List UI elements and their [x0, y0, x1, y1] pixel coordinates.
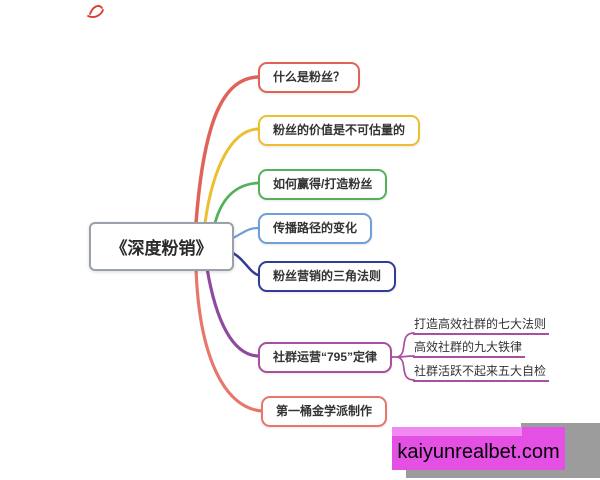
curve-first-bucket — [194, 266, 264, 413]
central-topic[interactable]: 《深度粉销》 — [89, 222, 234, 271]
branch-community-795[interactable]: 社群运营“795”定律 — [258, 342, 393, 373]
branch-fans-value[interactable]: 粉丝的价值是不可估量的 — [258, 115, 421, 146]
watermark-highlight-strip — [392, 427, 522, 436]
branch-triangle-rule[interactable]: 粉丝营销的三角法则 — [258, 261, 397, 292]
curve-triangle-rule — [229, 250, 260, 277]
branch-what-is-fans[interactable]: 什么是粉丝？ — [258, 62, 361, 93]
curve-spread-path — [229, 226, 260, 241]
curve-fans-value — [203, 127, 260, 225]
curve-what-is-fans — [194, 75, 260, 225]
watermark-banner: kaiyunrealbet.com — [392, 427, 565, 470]
curve-community-795 — [205, 266, 260, 358]
curve-how-to-win — [213, 181, 260, 225]
watermark-text: kaiyunrealbet.com — [397, 441, 560, 463]
subitem-nine-laws[interactable]: 高效社群的九大铁律 — [413, 341, 526, 358]
watermark-shadow-bottom — [406, 468, 600, 478]
subitem-seven-rules[interactable]: 打造高效社群的七大法则 — [413, 318, 550, 335]
branch-spread-path[interactable]: 传播路径的变化 — [258, 213, 373, 244]
red-scribble-mark — [87, 5, 104, 18]
branch-how-to-win[interactable]: 如何赢得/打造粉丝 — [258, 169, 388, 200]
subitem-five-checks[interactable]: 社群活跃不起来五大自检 — [413, 365, 550, 382]
branch-first-bucket[interactable]: 第一桶金学派制作 — [261, 396, 388, 427]
